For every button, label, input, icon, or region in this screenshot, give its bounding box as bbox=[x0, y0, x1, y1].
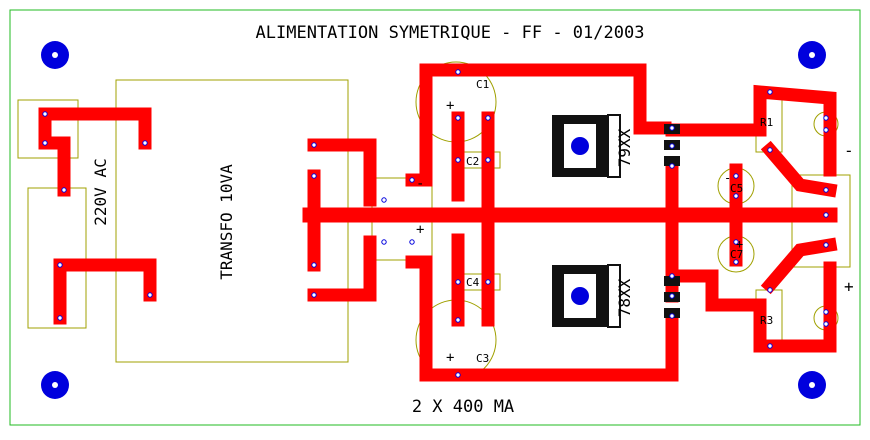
c3-plus-label: + bbox=[446, 350, 454, 366]
c7-plus-label: + bbox=[736, 237, 743, 251]
trace-reg-pos-out bbox=[665, 261, 837, 353]
solder-pad bbox=[733, 239, 739, 245]
solder-pad bbox=[381, 239, 387, 245]
solder-pad bbox=[823, 115, 829, 121]
solder-pad bbox=[823, 321, 829, 327]
solder-pad bbox=[733, 193, 739, 199]
mains-label: 220V AC bbox=[91, 158, 110, 225]
solder-pad bbox=[823, 187, 829, 193]
solder-pad bbox=[485, 115, 491, 121]
solder-pad bbox=[669, 273, 675, 279]
trace-secondary-top bbox=[307, 138, 377, 207]
reg-neg-label: 79XX bbox=[615, 128, 634, 167]
c1-label: C1 bbox=[476, 78, 489, 91]
trace-fuse-top bbox=[38, 136, 71, 197]
solder-pad bbox=[142, 140, 148, 146]
solder-pad bbox=[61, 187, 67, 193]
trace-c1 bbox=[419, 63, 672, 135]
solder-pad bbox=[733, 173, 739, 179]
solder-pad bbox=[767, 287, 773, 293]
solder-pad bbox=[455, 279, 461, 285]
solder-pad bbox=[455, 157, 461, 163]
solder-pad bbox=[311, 173, 317, 179]
solder-pad bbox=[669, 313, 675, 319]
regulator-78xx bbox=[552, 264, 621, 328]
solder-pad bbox=[767, 89, 773, 95]
reg-pos-label: 78XX bbox=[615, 278, 634, 317]
solder-pad bbox=[485, 279, 491, 285]
solder-pad bbox=[767, 147, 773, 153]
c5-minus-label: - bbox=[724, 171, 731, 185]
solder-pad bbox=[455, 115, 461, 121]
c7-label: C7 bbox=[730, 248, 743, 261]
transformer-label: TRANSFO 10VA bbox=[217, 164, 236, 280]
c5-label: C5 bbox=[730, 182, 743, 195]
trace-reg-neg-out bbox=[665, 84, 837, 177]
r3-label: R3 bbox=[760, 314, 773, 327]
solder-pad bbox=[669, 163, 675, 169]
solder-pad bbox=[669, 293, 675, 299]
solder-pad bbox=[823, 242, 829, 248]
solder-pad bbox=[57, 315, 63, 321]
r1-label: R1 bbox=[760, 116, 773, 129]
trace-secondary-bottom bbox=[307, 235, 377, 302]
solder-pad bbox=[57, 262, 63, 268]
solder-pad bbox=[823, 309, 829, 315]
solder-pad bbox=[409, 239, 415, 245]
solder-pad bbox=[381, 197, 387, 203]
solder-pad bbox=[823, 127, 829, 133]
c2-label: C2 bbox=[466, 155, 479, 168]
board-outline bbox=[9, 9, 861, 426]
solder-pad bbox=[311, 262, 317, 268]
solder-pad bbox=[823, 212, 829, 218]
trace-mains-top bbox=[38, 107, 152, 150]
solder-pad bbox=[733, 259, 739, 265]
output-minus-label: - bbox=[844, 141, 854, 160]
bridge-plus-label: + bbox=[416, 222, 424, 238]
output-plus-label: + bbox=[844, 277, 854, 296]
c3-label: C3 bbox=[476, 352, 489, 365]
solder-pad bbox=[455, 372, 461, 378]
footer-label: 2 X 400 MA bbox=[412, 397, 514, 417]
bridge-minus-label: - bbox=[416, 176, 424, 192]
solder-pad bbox=[147, 292, 153, 298]
solder-pad bbox=[767, 343, 773, 349]
solder-pads bbox=[42, 69, 829, 378]
solder-pad bbox=[455, 69, 461, 75]
c1-plus-label: + bbox=[446, 98, 454, 114]
regulator-79xx bbox=[552, 114, 621, 178]
solder-pad bbox=[311, 142, 317, 148]
solder-pad bbox=[669, 125, 675, 131]
board-title: ALIMENTATION SYMETRIQUE - FF - 01/2003 bbox=[256, 23, 645, 43]
solder-pad bbox=[409, 177, 415, 183]
solder-pad bbox=[455, 317, 461, 323]
solder-pad bbox=[485, 157, 491, 163]
solder-pad bbox=[42, 140, 48, 146]
c4-label: C4 bbox=[466, 276, 480, 289]
trace-c3 bbox=[419, 309, 679, 382]
mains-terminal-outline bbox=[17, 99, 79, 159]
solder-pad bbox=[311, 292, 317, 298]
fuse-outline bbox=[27, 187, 87, 329]
solder-pad bbox=[42, 111, 48, 117]
copper-traces bbox=[38, 63, 838, 382]
solder-pad bbox=[669, 143, 675, 149]
